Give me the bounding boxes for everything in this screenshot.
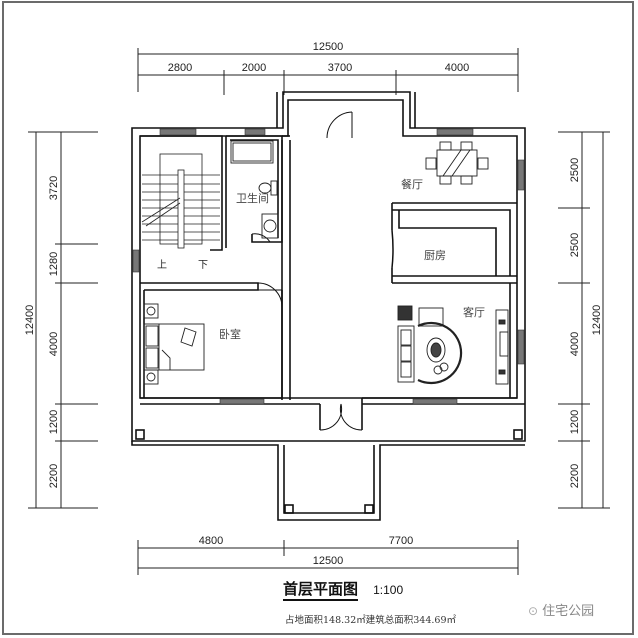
dim-left-1: 3720 <box>48 176 60 200</box>
dim-bottom-2: 7700 <box>389 535 413 547</box>
stair-label-up: 上 <box>157 259 167 271</box>
dim-right-3: 4000 <box>569 332 581 356</box>
room-labels: 卫生间 餐厅 厨房 客厅 卧室 上 下 <box>157 177 485 341</box>
left-dimension-lines <box>28 131 98 509</box>
dim-left-2: 1280 <box>48 252 60 276</box>
dim-top-1: 2800 <box>168 62 192 74</box>
room-label-bedroom: 卧室 <box>219 327 241 341</box>
dim-top-4: 4000 <box>445 62 469 74</box>
walls <box>131 91 526 521</box>
fixtures <box>143 140 509 385</box>
dim-right-5: 2200 <box>569 464 581 488</box>
dim-left-4: 1200 <box>48 410 60 434</box>
room-label-kitchen: 厨房 <box>424 249 446 262</box>
dim-top-2: 2000 <box>242 62 266 74</box>
area-summary: 占地面积148.32㎡建筑总面积344.69㎡ <box>285 615 456 626</box>
watermark: ⊙住宅公园 <box>528 600 594 619</box>
plan-title: 首层平面图 <box>283 580 359 601</box>
dim-right-4: 1200 <box>569 410 581 434</box>
room-label-living: 客厅 <box>463 305 485 319</box>
staircase <box>141 153 220 249</box>
dim-right-1: 2500 <box>569 158 581 182</box>
dim-left-5: 2200 <box>48 464 60 488</box>
dim-top-3: 3700 <box>328 62 352 74</box>
plan-scale: 1:100 <box>373 583 404 597</box>
watermark-text: 住宅公园 <box>542 604 595 619</box>
bottom-dimension-lines <box>137 540 519 575</box>
stair-label-down: 下 <box>198 260 208 271</box>
wechat-icon: ⊙ <box>528 604 539 618</box>
dim-bottom-1: 4800 <box>199 535 223 547</box>
plan-title-block: 首层平面图 1:100 <box>283 578 403 608</box>
dim-left-total: 12400 <box>24 305 36 336</box>
top-dimension-lines <box>137 48 519 95</box>
right-dimension-lines <box>558 131 610 509</box>
dim-right-2: 2500 <box>569 233 581 257</box>
dim-top-total: 12500 <box>313 41 344 53</box>
dimension-labels: 12500 2800 2000 3700 4000 4800 7700 1250… <box>24 41 603 567</box>
room-label-dining: 餐厅 <box>401 177 423 191</box>
dim-left-3: 4000 <box>48 332 60 356</box>
dim-right-total: 12400 <box>591 305 603 336</box>
room-label-bathroom: 卫生间 <box>236 191 269 205</box>
windows <box>132 128 525 405</box>
dim-bottom-total: 12500 <box>313 555 344 567</box>
